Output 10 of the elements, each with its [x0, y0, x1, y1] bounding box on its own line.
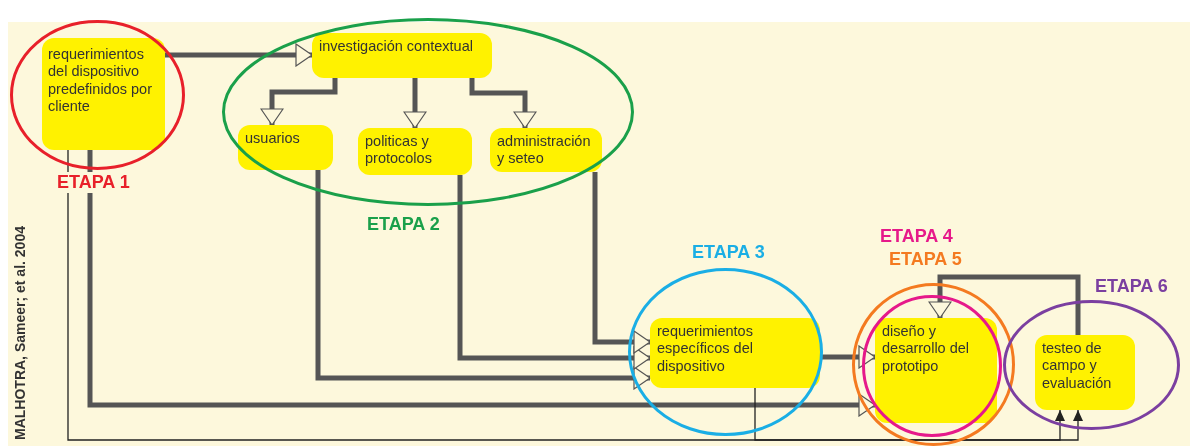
process-box: politicas y protocolos: [358, 128, 472, 175]
process-box: investigación contextual: [312, 33, 492, 78]
process-box: diseño y desarrollo del prototipo: [875, 318, 997, 423]
process-box: requerimientos específicos del dispositivo: [650, 318, 820, 388]
process-box: testeo de campo y evaluación: [1035, 335, 1135, 410]
process-box: requerimientos del dispositivo predefinidos por cliente: [42, 38, 165, 150]
process-box: usuarios: [238, 125, 333, 170]
citation-text: MALHOTRA, Sameer; et al. 2004: [12, 226, 28, 440]
stage-label: ETAPA 1: [55, 172, 132, 193]
process-box: administración y seteo: [490, 128, 602, 172]
